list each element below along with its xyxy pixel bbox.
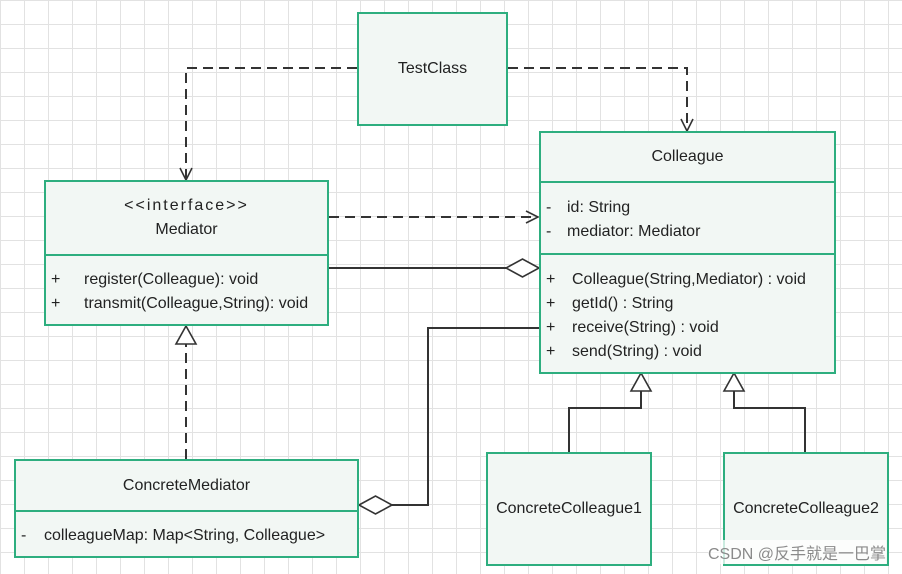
attribute-row: - mediator: Mediator: [546, 220, 834, 244]
dependency-testclass-mediator: [186, 67, 357, 180]
class-name: ConcreteMediator: [122, 476, 251, 494]
visibility-marker: -: [546, 223, 552, 240]
methods-section: + register(Colleague): void + transmit(C…: [46, 254, 327, 316]
class-name: Mediator: [155, 221, 218, 238]
visibility-marker: +: [51, 295, 61, 312]
method-row: + receive(String) : void: [546, 316, 834, 340]
visibility-marker: +: [546, 295, 556, 312]
class-testclass[interactable]: TestClass: [357, 12, 508, 126]
watermark: CSDN @反手就是一巴掌: [707, 540, 886, 564]
generalization-line-concretecolleague2: [733, 391, 806, 452]
method-text: transmit(Colleague,String): void: [84, 295, 309, 312]
class-header: <<interface>> Mediator: [46, 182, 327, 254]
methods-section: + Colleague(String,Mediator) : void + ge…: [541, 253, 834, 364]
method-text: receive(String) : void: [572, 319, 719, 336]
attribute-row: - id: String: [546, 196, 834, 220]
class-name: Colleague: [651, 148, 724, 165]
method-text: getId() : String: [572, 295, 674, 312]
method-text: Colleague(String,Mediator) : void: [572, 271, 806, 288]
class-name: TestClass: [397, 60, 468, 77]
stereotype-label: <<interface>>: [124, 197, 249, 214]
visibility-marker: -: [546, 199, 552, 216]
method-row: + send(String) : void: [546, 340, 834, 364]
attribute-text: colleagueMap: Map<String, Colleague>: [44, 527, 326, 544]
attribute-text: mediator: Mediator: [567, 223, 701, 240]
method-text: register(Colleague): void: [84, 271, 259, 288]
visibility-marker: -: [21, 527, 27, 544]
aggregation-diamond-colleague: [504, 258, 541, 278]
dependency-testclass-colleague: [508, 67, 687, 131]
visibility-marker: +: [546, 271, 556, 288]
aggregation-diamond-concretemediator: [357, 495, 394, 515]
method-text: send(String) : void: [572, 343, 702, 360]
class-name: ConcreteColleague1: [496, 500, 642, 517]
class-header: ConcreteMediator: [16, 461, 357, 510]
method-row: + Colleague(String,Mediator) : void: [546, 268, 834, 292]
method-row: + register(Colleague): void: [51, 268, 327, 292]
class-name: ConcreteColleague2: [733, 500, 879, 517]
class-mediator[interactable]: <<interface>> Mediator + register(Collea…: [44, 180, 329, 326]
method-row: + transmit(Colleague,String): void: [51, 292, 327, 316]
attribute-row: - colleagueMap: Map<String, Colleague>: [21, 524, 357, 548]
class-concrete-colleague1[interactable]: ConcreteColleague1: [486, 452, 652, 566]
generalization-triangle-2: [722, 371, 746, 392]
class-colleague[interactable]: Colleague - id: String - mediator: Media…: [539, 131, 836, 374]
attributes-section: - id: String - mediator: Mediator: [541, 181, 834, 253]
class-concrete-mediator[interactable]: ConcreteMediator - colleagueMap: Map<Str…: [14, 459, 359, 558]
realization-triangle-mediator: [174, 324, 198, 345]
class-header: Colleague: [541, 133, 834, 181]
visibility-marker: +: [51, 271, 61, 288]
method-row: + getId() : String: [546, 292, 834, 316]
generalization-line-concretecolleague1: [568, 391, 642, 452]
attributes-section: - colleagueMap: Map<String, Colleague>: [16, 510, 357, 548]
visibility-marker: +: [546, 319, 556, 336]
attribute-text: id: String: [567, 199, 631, 216]
aggregation-line-concretemediator-colleague: [392, 327, 539, 506]
visibility-marker: +: [546, 343, 556, 360]
generalization-triangle-1: [629, 371, 653, 392]
